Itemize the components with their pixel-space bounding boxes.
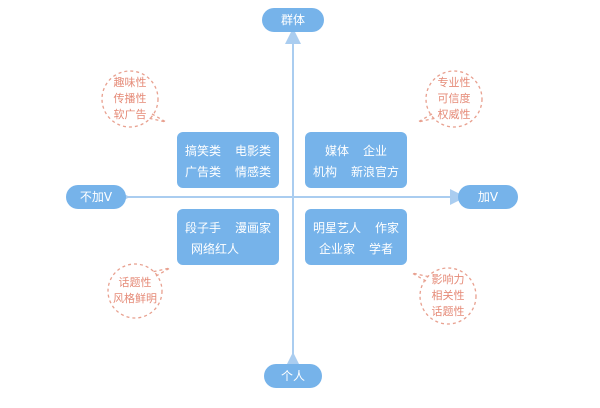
speech-bubble-bottom-right: [411, 267, 477, 325]
bubble-text-top-right: 专业性 可信度 权威性: [424, 75, 484, 123]
speech-bubble-top-right: [417, 70, 483, 128]
bubble-text-bottom-right: 影响力 相关性 话题性: [418, 272, 478, 320]
bubble-line: 风格鲜明: [113, 292, 157, 305]
quadrant-box-top-right: 媒体 企业 机构 新浪官方: [305, 132, 407, 188]
speech-bubble-bottom-left: [107, 263, 171, 319]
bubble-line: 专业性: [437, 76, 471, 89]
bubble-line: 可信度: [437, 92, 471, 105]
category-label: 广告类: [184, 165, 221, 179]
category-label: 企业家: [318, 242, 355, 256]
category-label: 电影类: [235, 144, 272, 158]
bubble-line: 话题性: [431, 305, 465, 318]
quadrant-box-bottom-left: 段子手 漫画家 网络红人: [177, 209, 279, 265]
quadrant-box-bottom-right: 明星艺人 作家 企业家 学者: [305, 209, 407, 265]
category-label: 作家: [375, 221, 400, 235]
bubble-line: 传播性: [113, 92, 147, 105]
bubble-line: 趣味性: [113, 76, 147, 89]
category-label: 漫画家: [235, 221, 272, 235]
axis-label-top: 群体: [262, 8, 324, 32]
category-label: 段子手: [184, 221, 221, 235]
bubble-line: 权威性: [437, 108, 471, 121]
bubble-line: 话题性: [118, 276, 152, 289]
category-label: 搞笑类: [184, 144, 221, 158]
bubble-line: 相关性: [431, 289, 465, 302]
axis-label-left: 不加V: [66, 185, 126, 209]
speech-bubble-top-left: [101, 70, 167, 128]
category-label: 新浪官方: [351, 165, 400, 179]
bubble-line: 软广告: [113, 108, 147, 121]
category-label: 机构: [312, 165, 337, 179]
bubble-line: 影响力: [431, 273, 465, 286]
axis-label-bottom: 个人: [264, 364, 322, 388]
bubble-text-top-left: 趣味性 传播性 软广告: [100, 75, 160, 123]
bubble-text-bottom-left: 话题性 风格鲜明: [105, 275, 165, 307]
quadrant-box-top-left: 搞笑类 电影类 广告类 情感类: [177, 132, 279, 188]
category-label: 媒体: [324, 144, 349, 158]
category-label: 情感类: [235, 165, 272, 179]
axis-label-right: 加V: [458, 185, 518, 209]
category-label: 企业: [363, 144, 388, 158]
category-label: 明星艺人: [312, 221, 361, 235]
category-label: 网络红人: [191, 242, 240, 256]
category-label: 学者: [369, 242, 394, 256]
